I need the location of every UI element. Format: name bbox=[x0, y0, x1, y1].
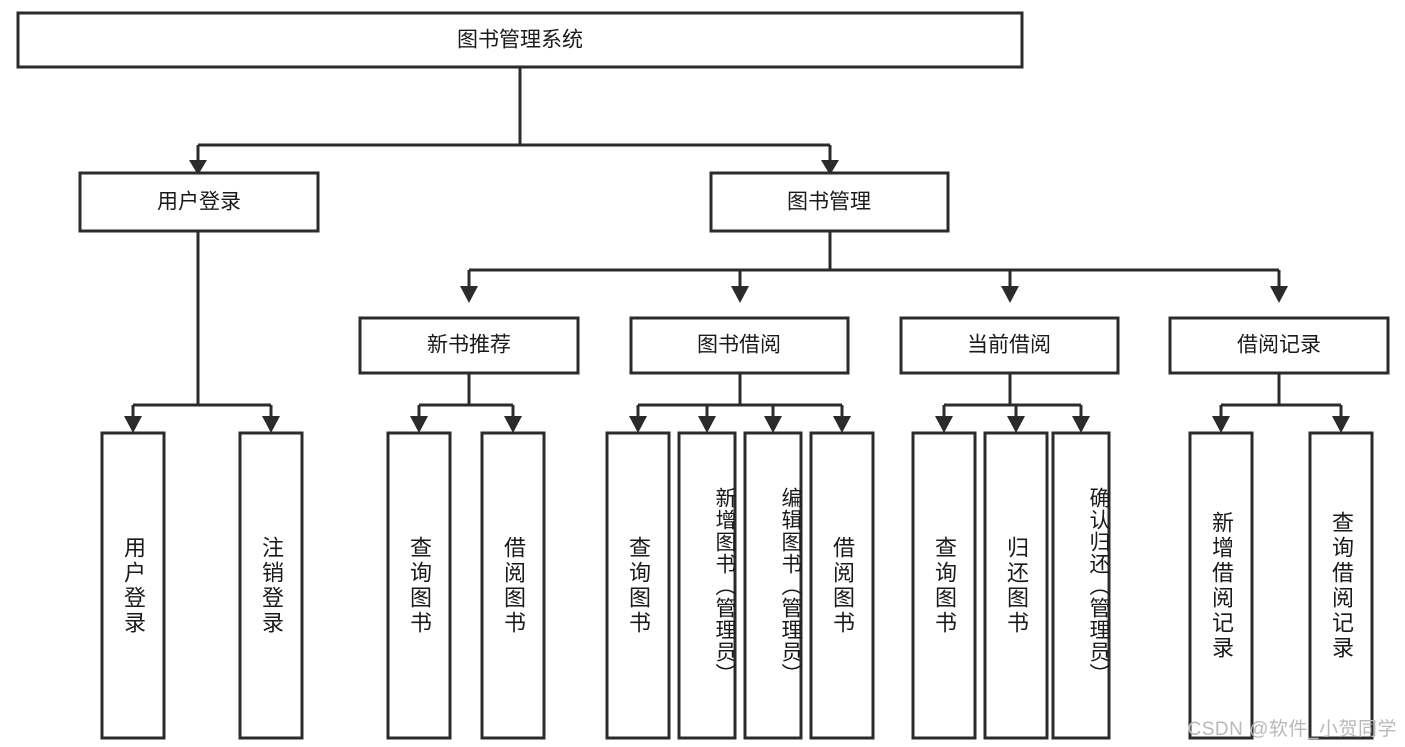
arrow-head-leaf-logout bbox=[262, 416, 280, 433]
arrow-head-leaf-query-book-new bbox=[410, 416, 428, 433]
node-book-borrow[interactable]: 图书借阅 bbox=[629, 316, 850, 375]
node-leaf-add-borrow-record-box[interactable] bbox=[1188, 431, 1254, 740]
node-new-book-recommend-box[interactable] bbox=[358, 316, 580, 375]
connector-book-borrow-stem bbox=[636, 373, 844, 419]
node-book-management-box[interactable] bbox=[709, 171, 950, 233]
node-leaf-query-book-new-box[interactable] bbox=[386, 431, 452, 740]
connector-new-book-recommend-stem bbox=[417, 373, 515, 419]
connector-group-current-borrow-to-leaves bbox=[935, 373, 1090, 433]
node-borrow-record-label: 借阅记录 bbox=[1237, 334, 1321, 357]
arrow-head-borrow-record bbox=[1270, 286, 1288, 303]
connector-group-root-to-level2 bbox=[189, 67, 839, 175]
arrow-head-book-borrow bbox=[731, 286, 749, 303]
node-leaf-query-book-current-box[interactable] bbox=[911, 431, 977, 740]
connector-root-stem bbox=[196, 67, 832, 163]
node-book-borrow-box[interactable] bbox=[629, 316, 850, 375]
connector-group-user-login-to-leaves bbox=[124, 231, 280, 433]
node-leaf-borrow-book-new-box[interactable] bbox=[480, 431, 546, 740]
arrow-head-leaf-add-borrow-record bbox=[1212, 416, 1230, 433]
node-new-book-recommend[interactable]: 新书推荐 bbox=[358, 316, 580, 375]
csdn-watermark: CSDN @软件_小贺同学 bbox=[1187, 719, 1397, 740]
node-root[interactable]: 图书管理系统 bbox=[16, 11, 1024, 69]
connector-user-login-stem bbox=[131, 231, 273, 419]
connector-group-new-book-recommend-to-leaves bbox=[410, 373, 522, 433]
arrow-head-leaf-borrow-book-new bbox=[504, 416, 522, 433]
arrow-head-leaf-query-book-borrow bbox=[629, 416, 647, 433]
node-leaf-borrow-book-box[interactable] bbox=[809, 431, 875, 740]
node-user-login-box[interactable] bbox=[78, 171, 320, 233]
arrow-head-leaf-add-book bbox=[698, 416, 716, 433]
connector-group-borrow-record-to-leaves bbox=[1212, 373, 1350, 433]
arrow-head-leaf-user-login bbox=[124, 416, 142, 433]
node-leaf-confirm-return-box[interactable] bbox=[1051, 431, 1111, 740]
node-leaf-add-book-box[interactable] bbox=[677, 431, 737, 740]
node-root-label: 图书管理系统 bbox=[457, 29, 583, 52]
node-new-book-recommend-label: 新书推荐 bbox=[427, 334, 511, 357]
node-borrow-record[interactable]: 借阅记录 bbox=[1168, 316, 1390, 375]
arrow-head-leaf-query-borrow-record bbox=[1332, 416, 1350, 433]
connector-current-borrow-stem bbox=[942, 373, 1083, 419]
node-leaf-query-book-borrow-box[interactable] bbox=[605, 431, 671, 740]
node-current-borrow-box[interactable] bbox=[899, 316, 1120, 375]
node-book-management[interactable]: 图书管理 bbox=[709, 171, 950, 233]
node-book-management-label: 图书管理 bbox=[787, 191, 871, 214]
arrow-head-leaf-return-book bbox=[1007, 416, 1025, 433]
node-leaf-user-login-box[interactable] bbox=[100, 431, 166, 740]
arrow-head-leaf-edit-book bbox=[764, 416, 782, 433]
node-borrow-record-box[interactable] bbox=[1168, 316, 1390, 375]
node-current-borrow-label: 当前借阅 bbox=[967, 334, 1051, 357]
connector-group-book-borrow-to-leaves bbox=[629, 373, 851, 433]
node-user-login[interactable]: 用户登录 bbox=[78, 171, 320, 233]
arrow-head-book-management bbox=[821, 160, 839, 175]
arrow-head-leaf-borrow-book bbox=[833, 416, 851, 433]
leaf-boxes bbox=[100, 431, 1374, 740]
node-leaf-logout-box[interactable] bbox=[238, 431, 304, 740]
connector-book-management-stem bbox=[467, 231, 1281, 289]
arrow-head-leaf-confirm-return bbox=[1072, 416, 1090, 433]
arrow-head-current-borrow bbox=[1001, 286, 1019, 303]
arrow-head-new-book-recommend bbox=[460, 286, 478, 303]
node-leaf-edit-book-box[interactable] bbox=[743, 431, 803, 740]
arrow-head-leaf-query-book-current bbox=[935, 416, 953, 433]
connector-borrow-record-stem bbox=[1219, 373, 1343, 419]
node-book-borrow-label: 图书借阅 bbox=[697, 334, 781, 357]
node-root-box[interactable] bbox=[16, 11, 1024, 69]
connector-group-book-management-to-level3 bbox=[460, 231, 1288, 303]
node-leaf-query-borrow-record-box[interactable] bbox=[1308, 431, 1374, 740]
node-current-borrow[interactable]: 当前借阅 bbox=[899, 316, 1120, 375]
node-leaf-return-book-box[interactable] bbox=[983, 431, 1049, 740]
arrow-head-user-login bbox=[189, 160, 207, 175]
node-user-login-label: 用户登录 bbox=[157, 191, 241, 214]
